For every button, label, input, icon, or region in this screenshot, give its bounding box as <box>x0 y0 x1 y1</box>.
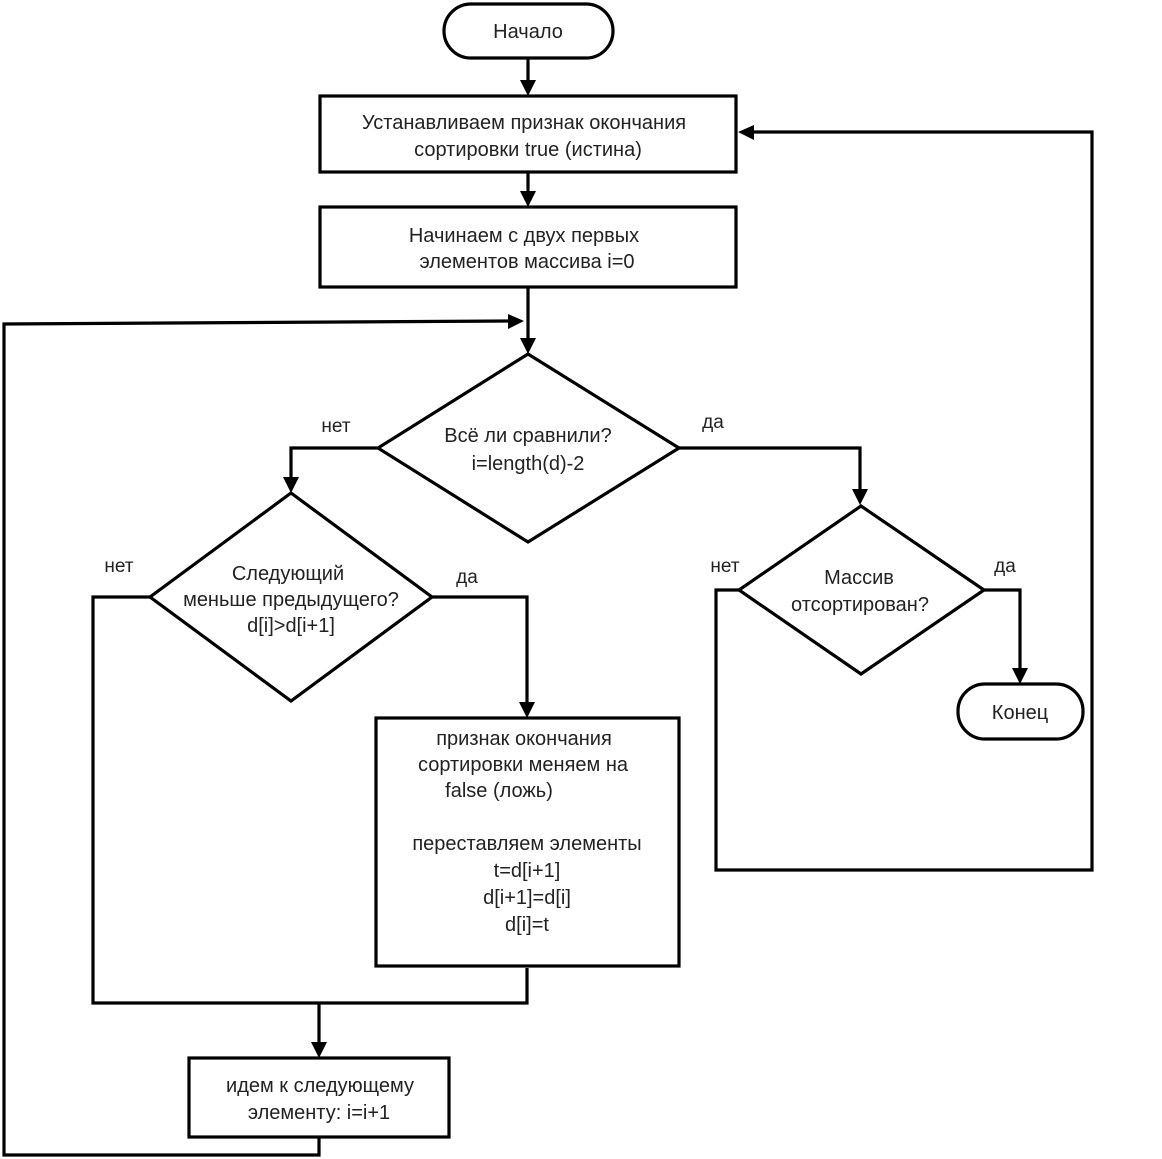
set-flag-label-line-1: Устанавливаем признак окончания <box>362 112 686 134</box>
arrowhead-down-swap-block <box>519 702 535 718</box>
swap-process <box>374 716 681 968</box>
arrowhead-down-set-flag <box>520 80 536 96</box>
arrowhead-down-begin-pair <box>520 191 536 207</box>
all-compared-label-line-1: Всё ли сравнили? <box>444 425 611 447</box>
next-element-label-line-1: идем к следующему <box>226 1075 414 1097</box>
swap-label-line-1: признак окончания <box>436 728 612 750</box>
end-label: Конец <box>992 702 1048 724</box>
connector-all-compared-yes <box>679 446 862 492</box>
connector-is-sorted-yes <box>984 588 1022 670</box>
next-smaller-label-line-1: Следующий <box>232 563 344 585</box>
swap-label-line-2: сортировки меняем на <box>418 754 629 776</box>
begin-pair-label-line-2: элементов массива i=0 <box>419 251 634 273</box>
connector-next-smaller-no <box>91 595 529 1005</box>
is-sorted-label-line-1: Массив <box>824 567 894 589</box>
arrowhead-down-next-smaller <box>283 477 299 493</box>
all-compared-decision <box>374 352 683 544</box>
is-sorted-no-label: нет <box>710 556 739 577</box>
start-label: Начало <box>493 21 563 43</box>
next-smaller-label-line-3: d[i]>d[i+1] <box>247 615 335 637</box>
start-terminal <box>442 2 615 60</box>
connector-is-sorted-no-loop <box>714 130 1094 872</box>
connector-loop-back-to-check <box>2 319 511 1157</box>
all-compared-label-line-2: i=length(d)-2 <box>472 453 585 475</box>
set-flag-label-line-2: сортировки true (истина) <box>414 139 642 161</box>
begin-pair-label-line-1: Начинаем с двух первых <box>409 225 639 247</box>
swap-label-line-5: переставляем элементы <box>412 833 641 855</box>
is-sorted-label-line-2: отсортирован? <box>791 594 929 616</box>
arrowhead-left-set-flag <box>738 125 754 140</box>
swap-label-line-3: false (ложь) <box>445 780 553 802</box>
arrowhead-down-is-sorted <box>852 489 868 505</box>
swap-label-line-6: t=d[i+1] <box>494 860 561 882</box>
is-sorted-yes-label: да <box>994 556 1016 577</box>
end-terminal <box>956 682 1085 741</box>
next-smaller-decision <box>147 491 435 703</box>
arrowhead-down-all-compared <box>520 338 536 354</box>
next-element-process <box>187 1056 451 1139</box>
all-compared-no-label: нет <box>321 416 350 437</box>
next-element-label-line-2: элементу: i=i+1 <box>248 1102 390 1124</box>
all-compared-yes-label: да <box>702 412 724 433</box>
set-flag-process <box>318 94 738 174</box>
arrowhead-down-next-element <box>311 1042 327 1058</box>
connector-next-smaller-yes <box>432 595 529 704</box>
arrowhead-right-loop-entry <box>508 314 524 329</box>
next-smaller-label-line-2: меньше предыдущего? <box>183 589 399 611</box>
begin-pair-process <box>318 205 738 289</box>
is-sorted-decision <box>736 504 987 676</box>
next-smaller-yes-label: да <box>456 567 478 588</box>
swap-label-line-8: d[i]=t <box>505 914 549 936</box>
arrowheads <box>283 80 1028 1058</box>
arrowhead-down-end <box>1012 668 1028 684</box>
swap-label-line-7: d[i+1]=d[i] <box>483 887 571 909</box>
connectors <box>2 58 1094 1157</box>
next-smaller-no-label: нет <box>104 556 133 577</box>
connector-all-compared-no <box>289 446 378 480</box>
